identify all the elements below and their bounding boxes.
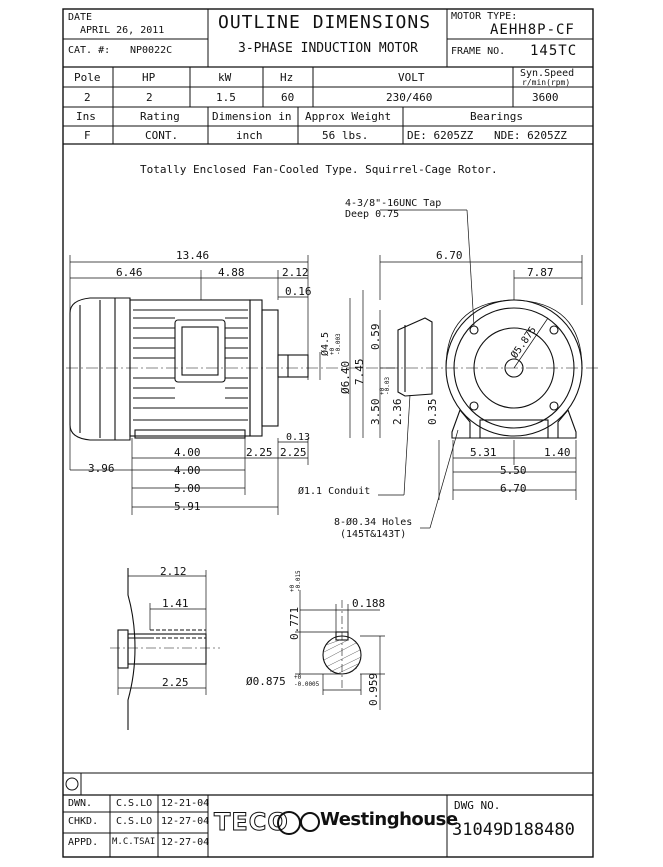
dim-6-46: 6.46	[116, 266, 143, 279]
date-label: DATE	[68, 12, 93, 23]
spec-value-bearing-de: DE: 6205ZZ	[407, 129, 474, 142]
spec-header-dimension: Dimension in	[212, 110, 292, 123]
brand-westinghouse-logo: Westinghouse	[320, 809, 458, 830]
shaft-dim-2-25: 2.25	[162, 676, 189, 689]
cat-value: NP0022C	[130, 45, 173, 56]
dim-4-88: 4.88	[218, 266, 245, 279]
dim-5-50: 5.50	[500, 464, 527, 477]
frame-value: 145TC	[530, 43, 578, 59]
shaft-dim-1-41: 1.41	[162, 597, 189, 610]
key-dim-0-959: 0.959	[367, 672, 380, 706]
footer-label-chkd: CHKD.	[68, 816, 99, 827]
dim-holes-line1: 8-Ø0.34 Holes	[334, 517, 413, 528]
spec-value-hp: 2	[146, 91, 153, 104]
dim-6-70-bot: 6.70	[500, 482, 527, 495]
dim-tap-line2: Deep 0.75	[345, 209, 400, 220]
spec-header-kw: kW	[218, 71, 232, 84]
spec-header-weight: Approx Weight	[305, 110, 392, 123]
key-dim-0-875-tol-top: +0	[294, 674, 302, 681]
motor-type-label: MOTOR TYPE:	[451, 11, 518, 22]
dim-5-00: 5.00	[174, 482, 201, 495]
dim-7-45: 7.45	[353, 358, 366, 386]
footer-label-appd: APPD.	[68, 837, 99, 848]
dim-13-46: 13.46	[176, 249, 210, 262]
motor-description: Totally Enclosed Fan-Cooled Type. Squirr…	[140, 163, 498, 176]
key-dim-0-771-tol-bot: -0.015	[295, 570, 302, 592]
teco-swirl-icon	[277, 811, 301, 835]
drawing-subtitle: 3-PHASE INDUCTION MOTOR	[238, 41, 419, 56]
dim-2-36: 2.36	[391, 398, 404, 426]
cat-label: CAT. #:	[68, 45, 111, 56]
dim-5-31: 5.31	[470, 446, 497, 459]
footer-name-appd: M.C.TSAI	[112, 837, 156, 847]
dim-3-50: 3.50	[369, 398, 382, 426]
spec-value-pole: 2	[84, 91, 91, 104]
dim-0-16: 0.16	[285, 285, 312, 298]
date-value: APRIL 26, 2011	[80, 25, 165, 36]
dim-4-00-b: 4.00	[174, 464, 201, 477]
dim-5-91: 5.91	[174, 500, 201, 513]
spec-value-ins: F	[84, 129, 91, 142]
dim-0-13: 0.13	[286, 432, 311, 443]
spec-header-hp: HP	[142, 71, 156, 84]
spec-value-weight: 56 lbs.	[322, 129, 369, 142]
dim-3-96: 3.96	[88, 462, 115, 475]
dim-2-25-b: 2.25	[280, 446, 307, 459]
motor-type-value: AEHH8P-CF	[490, 22, 575, 38]
dim-1-40: 1.40	[544, 446, 571, 459]
spec-header-pole: Pole	[74, 71, 101, 84]
spec-header-rpm: r/min(rpm)	[522, 78, 571, 87]
footer-name-dwn: C.S.LO	[116, 798, 153, 809]
key-dim-0-771: 0.771	[288, 606, 301, 640]
key-dim-0-875-tol-bot: -0.0005	[294, 681, 320, 688]
spec-header-bearings: Bearings	[470, 110, 523, 123]
footer-date-appd: 12-27-04	[161, 837, 210, 848]
key-dim-0-875: Ø0.875	[246, 675, 286, 688]
footer-date-chkd: 12-27-04	[161, 816, 210, 827]
dwg-no-label: DWG NO.	[454, 799, 501, 812]
shaft-dim-2-12: 2.12	[160, 565, 187, 578]
drawing-title: OUTLINE DIMENSIONS	[218, 12, 432, 33]
dim-4-5-tol-bot: -0.003	[335, 333, 342, 355]
dim-tap-line1: 4-3/8"-16UNC Tap	[345, 198, 442, 209]
dim-0-35: 0.35	[426, 398, 439, 426]
dim-2-12: 2.12	[282, 266, 309, 279]
spec-value-volt: 230/460	[386, 91, 433, 104]
dim-7-87: 7.87	[527, 266, 554, 279]
dim-4-00-a: 4.00	[174, 446, 201, 459]
brand-teco-logo: TECO	[214, 808, 289, 836]
spec-value-dimension: inch	[236, 129, 263, 142]
spec-value-kw: 1.5	[216, 91, 236, 104]
dwg-no-value: 31049D188480	[452, 820, 575, 840]
dim-0-59: 0.59	[369, 323, 382, 351]
spec-header-volt: VOLT	[398, 71, 425, 84]
spec-value-rating: CONT.	[145, 129, 179, 142]
spec-value-speed: 3600	[532, 91, 559, 104]
dim-2-25-a: 2.25	[246, 446, 273, 459]
footer-name-chkd: C.S.LO	[116, 816, 153, 827]
westinghouse-circle-w-icon	[300, 812, 320, 832]
frame-label: FRAME NO.	[451, 46, 506, 57]
spec-header-ins: Ins	[76, 110, 96, 123]
spec-header-syn-speed: Syn.Speed	[520, 68, 575, 79]
key-dim-0-188: 0.188	[352, 597, 386, 610]
spec-value-bearing-nde: NDE: 6205ZZ	[494, 129, 567, 142]
dim-holes-line2: (145T&143T)	[340, 529, 407, 540]
spec-header-hz: Hz	[280, 71, 294, 84]
spec-value-hz: 60	[281, 91, 295, 104]
footer-date-dwn: 12-21-04	[161, 798, 210, 809]
dim-3-50-tol-bot: -0.03	[384, 376, 391, 395]
footer-label-dwn: DWN.	[68, 798, 93, 809]
dim-conduit: Ø1.1 Conduit	[298, 486, 371, 497]
dim-6-40: Ø6.40	[339, 360, 352, 394]
spec-header-rating: Rating	[140, 110, 180, 123]
dim-6-70-top: 6.70	[436, 249, 463, 262]
